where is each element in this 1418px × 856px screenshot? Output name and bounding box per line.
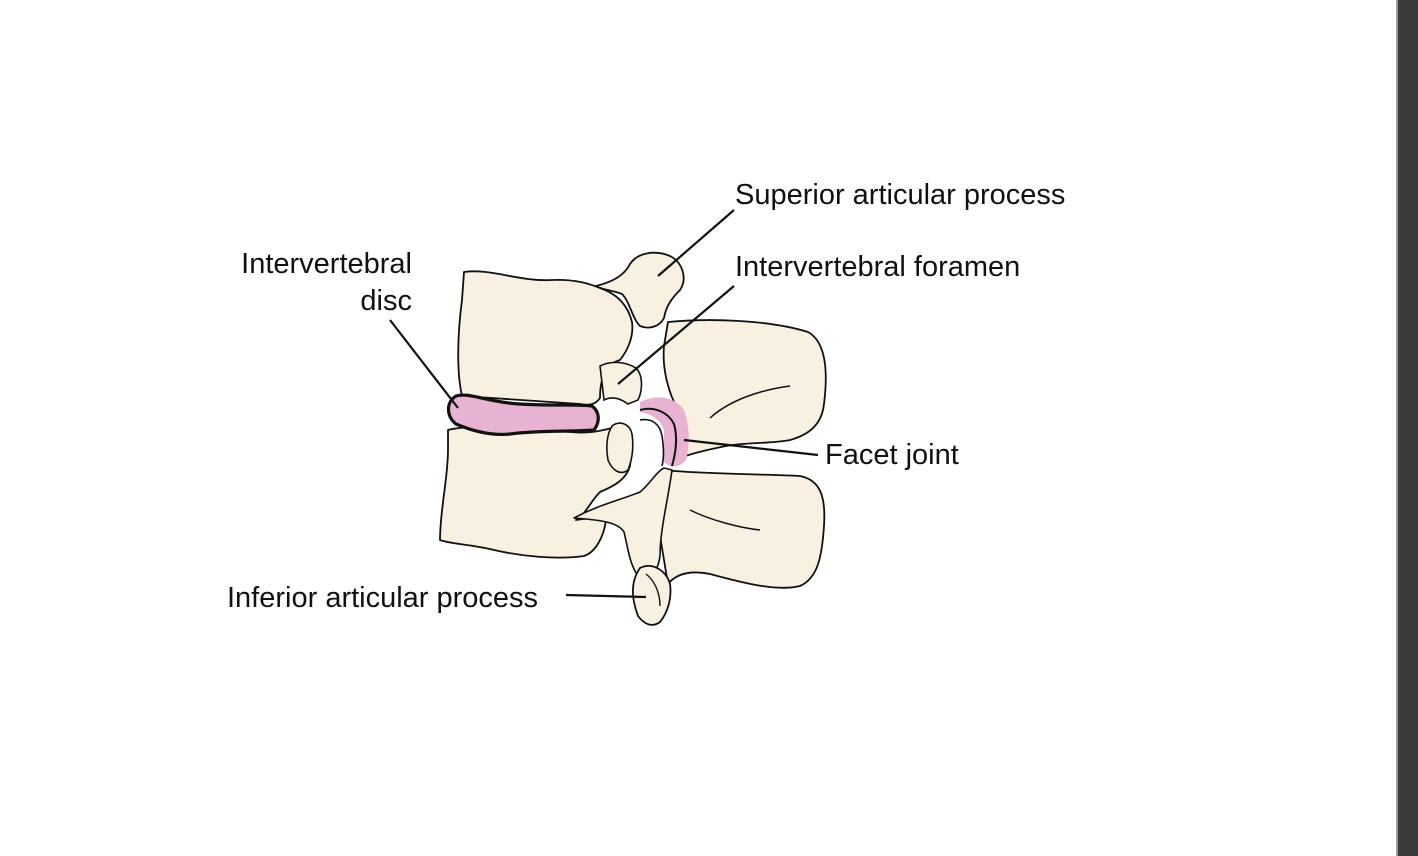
label-superior-articular-process: Superior articular process: [735, 179, 1066, 211]
label-intervertebral-disc-line1: Intervertebral: [241, 248, 412, 280]
lower-superior-articular-process: [606, 422, 634, 474]
label-inferior-articular-process: Inferior articular process: [227, 582, 539, 614]
facet-joint-line-inner: [639, 418, 665, 467]
leader-intervertebral-disc: [389, 319, 459, 409]
label-facet-joint: Facet joint: [825, 439, 959, 471]
upper-process-crease: [709, 385, 791, 419]
leader-facet-joint: [683, 438, 819, 457]
label-intervertebral-disc-line2: disc: [360, 285, 412, 317]
leader-superior-articular-process: [657, 209, 735, 277]
inferior-articular-process-shape: [632, 565, 672, 626]
leader-intervertebral-foramen: [617, 285, 735, 385]
window-edge: [1396, 0, 1398, 856]
leader-inferior-articular-process: [565, 593, 647, 599]
facet-joint-cartilage: [640, 397, 689, 467]
facet-joint-line: [639, 407, 678, 467]
inferior-articular-detail: [645, 573, 661, 607]
lower-lamina: [573, 467, 673, 580]
label-intervertebral-foramen: Intervertebral foramen: [735, 251, 1021, 283]
intervertebral-disc-shape: [446, 393, 600, 436]
lower-process-crease: [689, 509, 761, 531]
lower-vertebral-body: [439, 426, 632, 559]
lower-posterior-process: [653, 469, 826, 589]
side-bar: [1398, 0, 1418, 856]
